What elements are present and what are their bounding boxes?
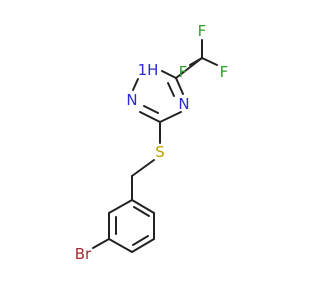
bond-c3-n2-inner (143, 105, 159, 114)
bond-cf3-f-left (189, 57, 203, 66)
bond-c5-n4 (175, 77, 184, 95)
atom-f-right: F (220, 63, 229, 81)
atom-n2: N (126, 91, 137, 109)
bond-n4-c3 (159, 111, 182, 123)
bond-cf3-f-right (201, 57, 218, 66)
atom-nh: 1H (138, 61, 159, 79)
atom-f-top: F (198, 22, 207, 40)
bonds (92, 39, 218, 253)
bond-s-ch2 (131, 159, 155, 177)
bond-ar-1 (131, 199, 155, 214)
atom-s: S (155, 143, 165, 161)
bond-ar-inner-1 (133, 206, 150, 217)
bond-ar-br (92, 238, 110, 249)
atom-n4: N (178, 95, 189, 113)
bond-ar-inner-2 (132, 235, 149, 246)
bond-n2-n1 (132, 78, 139, 91)
bond-n1-c5 (161, 70, 177, 79)
bond-ar-6 (108, 199, 133, 214)
atom-f-left: F (179, 63, 188, 81)
bond-c3-n2 (139, 111, 161, 123)
bond-ar-3 (131, 238, 155, 253)
bond-c5-n4-inner (167, 82, 175, 97)
atom-br: Br (75, 245, 92, 263)
bond-ar-4 (108, 238, 133, 253)
molecule-structure: 1H N N F F F S Br (75, 22, 229, 263)
atom-labels: 1H N N F F F S Br (75, 22, 229, 263)
